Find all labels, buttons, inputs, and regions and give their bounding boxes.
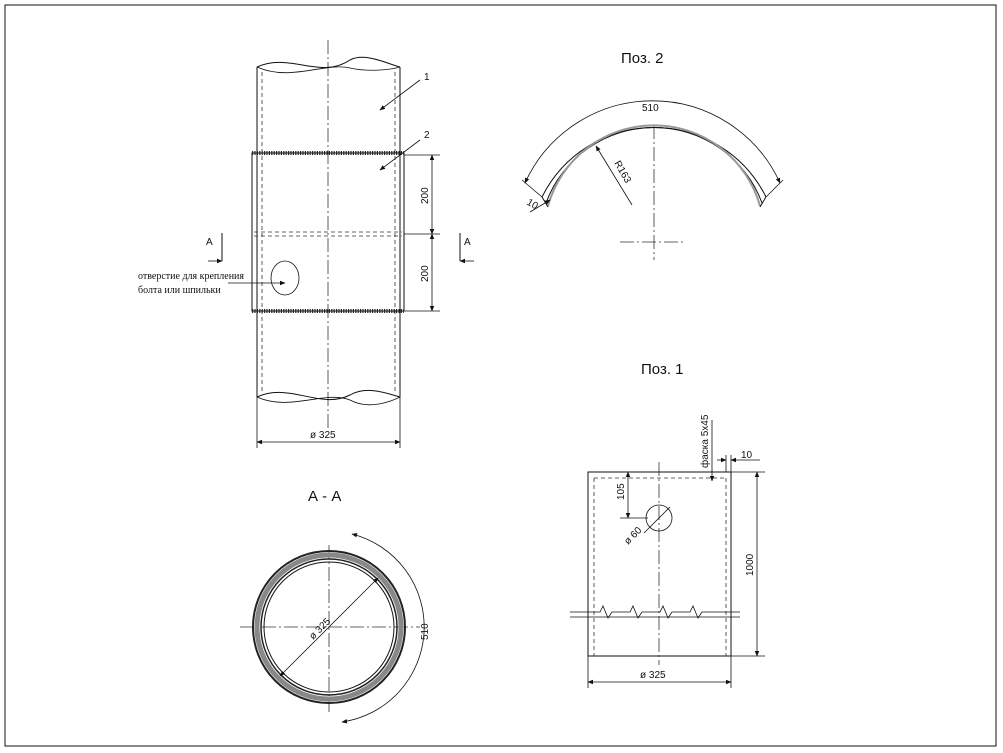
drawing-frame (4, 4, 997, 747)
pos1-chamfer-dim: фаска 5х45 (699, 414, 711, 468)
pos2-radius-dim: R163 (611, 159, 633, 186)
section-aa-view: А - А ø 325 510 (240, 488, 431, 724)
callout-1: 1 (424, 72, 430, 83)
pos1-width-dim: ø 325 (640, 670, 666, 681)
pos1-view: Поз. 1 ø 60 105 фаска 5х45 10 1000 (570, 361, 765, 688)
pos1-offset-dim: 10 (741, 450, 753, 461)
section-aa-title: А - А (308, 488, 341, 505)
pos1-hole-dia-dim: ø 60 (622, 525, 644, 547)
pos1-hole-pos-dim: 105 (616, 483, 627, 500)
pos2-title: Поз. 2 (621, 50, 664, 67)
main-view: 1 2 200 200 A A отверстие для крепления … (138, 40, 474, 448)
pos2-arc-dim: 510 (642, 103, 659, 114)
pos2-view: Поз. 2 510 R163 10 (521, 50, 784, 260)
callout-2: 2 (424, 130, 430, 141)
dim-upper-200: 200 (420, 187, 431, 204)
dim-lower-200: 200 (420, 265, 431, 282)
section-arc-dim: 510 (420, 623, 431, 640)
hole-note-line1: отверстие для крепления (138, 271, 244, 282)
section-marker-right: A (464, 237, 471, 248)
hole-note-line2: болта или шпильки (138, 285, 221, 296)
section-marker-left: A (206, 237, 213, 248)
pos1-height-dim: 1000 (745, 553, 756, 576)
pos2-thickness-dim: 10 (525, 197, 541, 212)
pos1-title: Поз. 1 (641, 361, 684, 378)
section-diameter-dim: ø 325 (307, 616, 333, 642)
main-diameter-dim: ø 325 (310, 430, 336, 441)
